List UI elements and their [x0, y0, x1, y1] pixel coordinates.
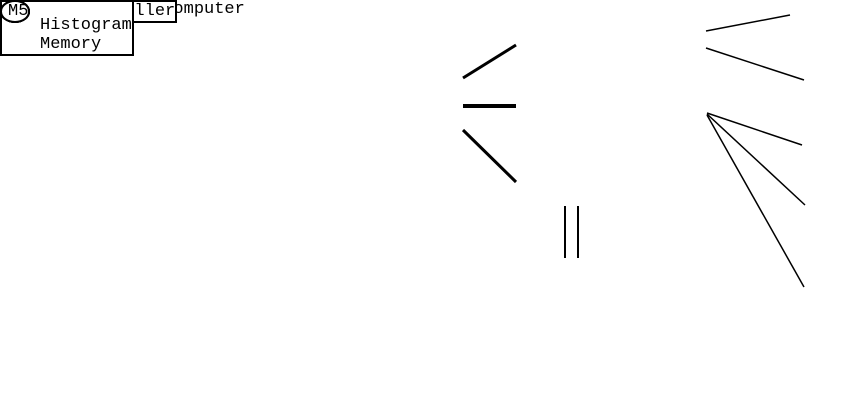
link-motor-controller-bottom-to-m5 [706, 114, 805, 288]
link-motor-controller-bottom-to-m4 [706, 113, 806, 206]
motor-m5-label: M5 [8, 2, 29, 21]
link-motor-controller-top-to-m2 [705, 47, 805, 81]
motor-node-m5: M5 [0, 0, 31, 23]
histogram-memory-label-line1: Histogram [40, 16, 132, 35]
link-terminal-to-motor-controller-top [462, 43, 517, 80]
link-terminal-to-counter-box [461, 128, 518, 184]
histogram-memory-label-line2: Memory [40, 35, 102, 54]
histogram-memory-box: Histogram Memory [0, 0, 134, 56]
link-motor-controller-bottom-to-m3 [706, 112, 803, 146]
link-motor-controller-top-to-m1 [705, 14, 791, 32]
